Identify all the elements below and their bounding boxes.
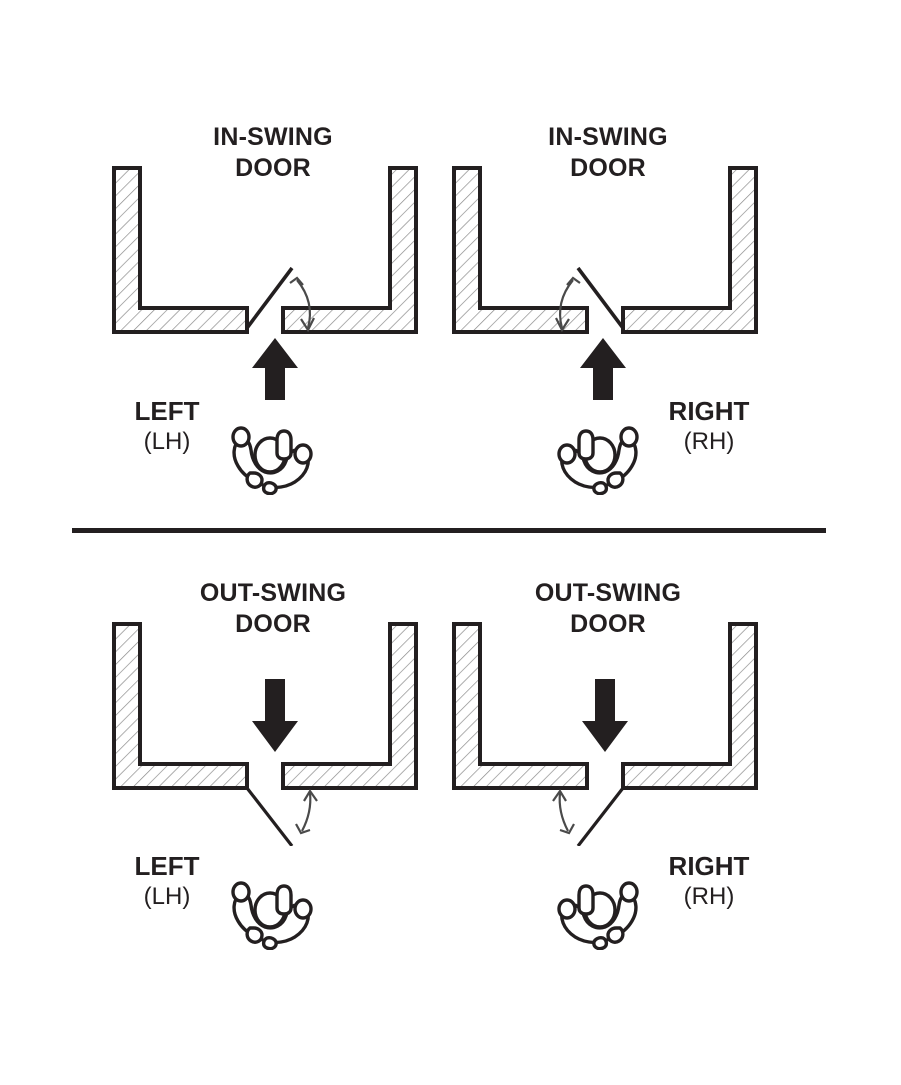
arrow-glyph bbox=[580, 338, 626, 400]
label-out-swing-right: RIGHT (RH) bbox=[634, 851, 784, 913]
hand-label-sub: (LH) bbox=[143, 428, 191, 455]
section-divider bbox=[72, 528, 826, 533]
plan-in-swing-right bbox=[452, 166, 758, 334]
plan-out-swing-right bbox=[452, 622, 758, 846]
door-leaf bbox=[245, 266, 294, 330]
hand-label-main: RIGHT bbox=[668, 851, 750, 881]
wall-right bbox=[281, 166, 418, 334]
up-arrow-in-swing-right bbox=[580, 338, 626, 400]
section-in-swing: IN-SWING DOOR LEFT (LH) bbox=[0, 0, 901, 528]
swing-arc-arrow bbox=[289, 276, 315, 333]
title-out-swing-right: OUT-SWING DOOR bbox=[534, 579, 682, 638]
swing-arc-arrow bbox=[295, 788, 318, 835]
arrow-glyph bbox=[252, 338, 298, 400]
up-arrow-in-swing-left bbox=[252, 338, 298, 400]
hand-label-sub: (RH) bbox=[683, 428, 735, 455]
wall-left bbox=[452, 622, 589, 790]
wall-left bbox=[452, 166, 589, 334]
down-arrow-glyph bbox=[252, 679, 298, 752]
door-leaf bbox=[576, 266, 625, 330]
title-in-swing-left: IN-SWING DOOR bbox=[213, 123, 333, 182]
wall-right bbox=[621, 166, 758, 334]
hand-label-main: LEFT bbox=[134, 396, 200, 426]
left-hand-palm-icon-out-swing bbox=[231, 881, 313, 950]
door-leaf bbox=[576, 787, 625, 846]
plan-in-swing-left bbox=[112, 166, 418, 334]
hand-label-sub: (RH) bbox=[683, 883, 735, 910]
left-hand-palm-icon-in-swing bbox=[231, 426, 313, 495]
swing-arc-arrow bbox=[552, 788, 575, 835]
right-hand-palm-icon-in-swing bbox=[557, 426, 639, 495]
swing-arc-arrow bbox=[555, 276, 581, 333]
label-out-swing-left: LEFT (LH) bbox=[92, 851, 242, 913]
title-in-swing-right: IN-SWING DOOR bbox=[548, 123, 668, 182]
wall-right bbox=[621, 622, 758, 790]
right-hand-palm-icon-out-swing bbox=[557, 881, 639, 950]
section-out-swing: OUT-SWING DOOR LEFT (LH) bbox=[0, 533, 901, 1085]
wall-right bbox=[281, 622, 418, 790]
label-in-swing-right: RIGHT (RH) bbox=[634, 396, 784, 458]
down-arrow-glyph bbox=[582, 679, 628, 752]
hand-label-sub: (LH) bbox=[143, 883, 191, 910]
plan-out-swing-left bbox=[112, 622, 418, 846]
label-in-swing-left: LEFT (LH) bbox=[92, 396, 242, 458]
hand-label-main: LEFT bbox=[134, 851, 200, 881]
wall-left bbox=[112, 166, 249, 334]
door-leaf bbox=[245, 787, 294, 846]
wall-left bbox=[112, 622, 249, 790]
title-out-swing-left: OUT-SWING DOOR bbox=[199, 579, 347, 638]
hand-label-main: RIGHT bbox=[668, 396, 750, 426]
